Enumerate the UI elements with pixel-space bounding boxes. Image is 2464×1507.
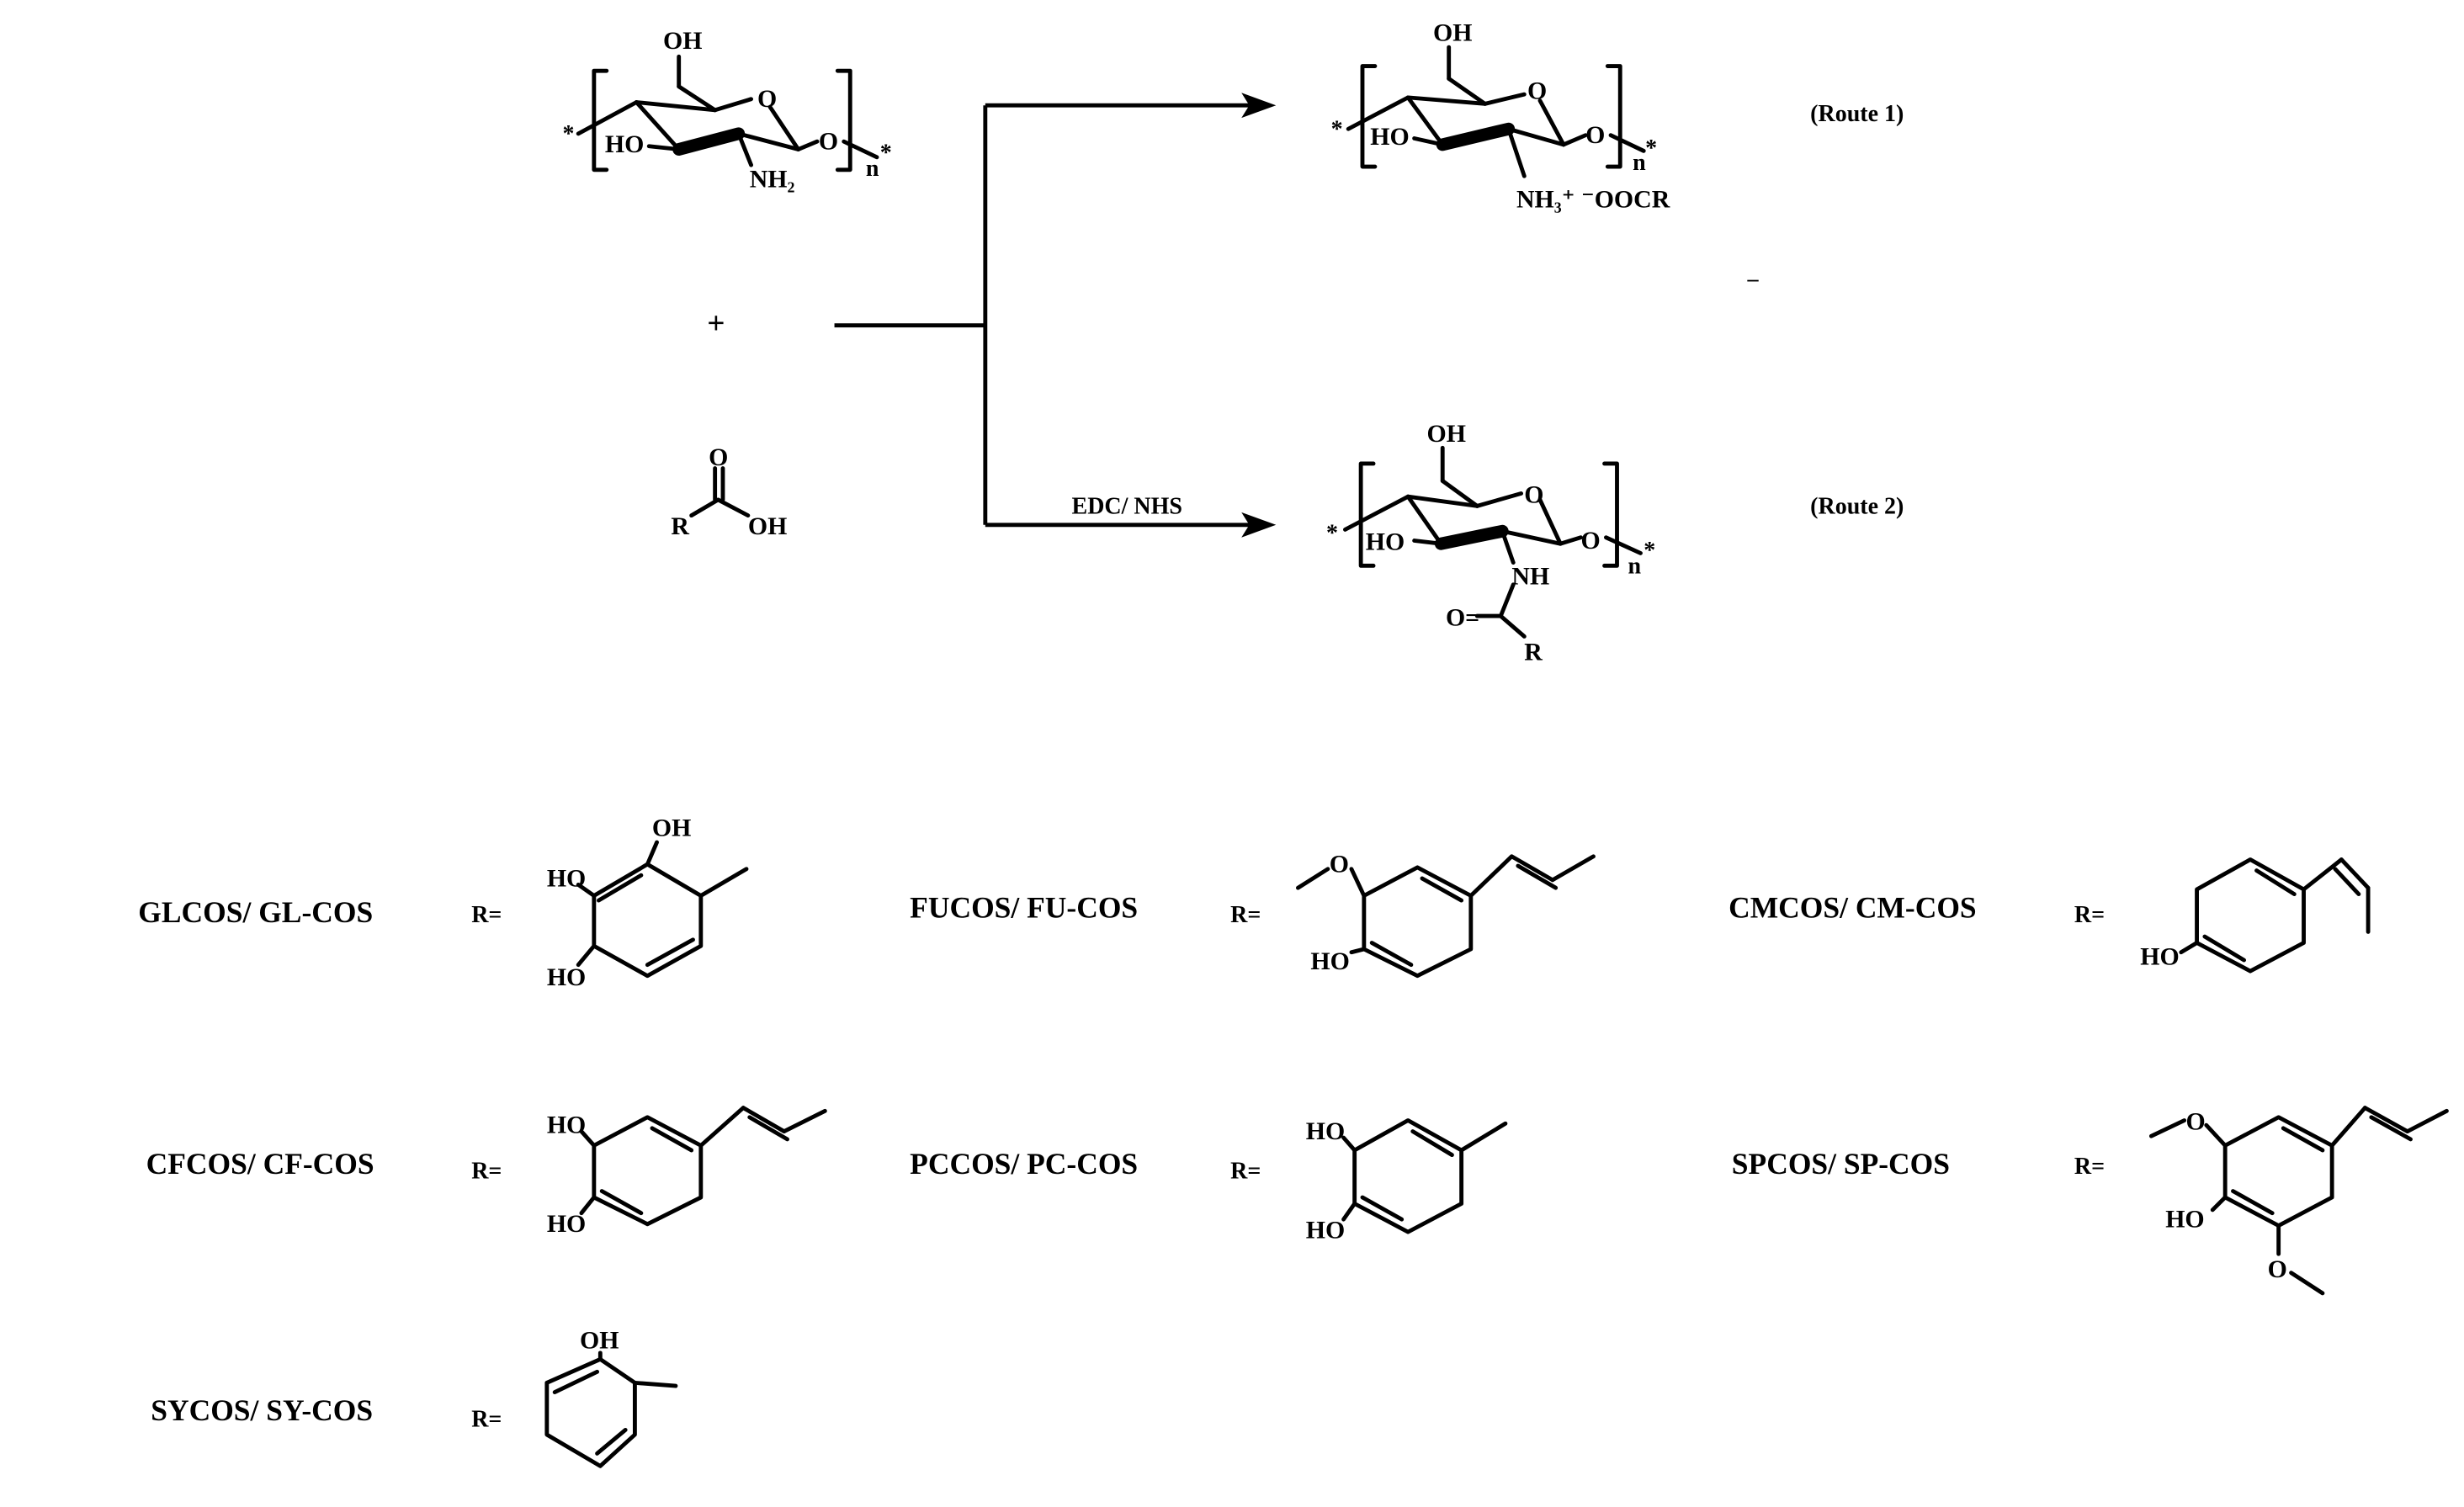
p1-n-subscript: n [1633, 150, 1646, 176]
gl-oh-label: OH [652, 815, 691, 842]
route1-label: (Route 1) [1810, 101, 1904, 127]
p2-nh-label: NH [1511, 563, 1549, 591]
sp-ho-label: HO [2165, 1206, 2204, 1234]
stray-dash: – [1746, 267, 1759, 291]
r-label-sp: R= [2074, 1154, 2105, 1180]
sp-methoxy-o-label-2: O [2268, 1255, 2287, 1283]
r-group-sy: SYCOS/ SY-COS R= OH [151, 1326, 678, 1468]
route2-label: (Route 2) [1810, 494, 1904, 520]
chitosan-nh2-label: NH₂ [750, 165, 795, 193]
product-route1-structure: OH O HO NH₃⁺ ⁻OOCR O * * n [1331, 19, 1670, 214]
sy-aromatic-ring [544, 1350, 678, 1468]
pc-ho-label-1: HO [1306, 1117, 1345, 1145]
p1-ho-label: HO [1370, 123, 1409, 151]
compound-name-sy: SYCOS/ SY-COS [151, 1393, 373, 1427]
r-group-gl: GLCOS/ GL-COS R= OH HO HO [138, 815, 749, 991]
r-group-cf: CFCOS/ CF-COS R= HO HO [146, 1106, 827, 1238]
compound-name-cm: CMCOS/ CM-COS [1729, 891, 1977, 925]
p1-star-right: * [1645, 135, 1657, 162]
acid-carbonyl-o-label: O [709, 443, 728, 471]
p1-star-left: * [1331, 117, 1343, 143]
chitosan-star-right: * [880, 141, 892, 167]
p1-glycosidic-o-label: O [1585, 121, 1605, 149]
p1-oh-label: OH [1433, 19, 1472, 47]
sy-oh-label: OH [580, 1326, 619, 1354]
cf-ho-label-2: HO [547, 1210, 586, 1238]
chitosan-star-left: * [563, 121, 575, 147]
gl-ho-label-1: HO [547, 864, 586, 892]
p2-n-subscript: n [1628, 554, 1642, 580]
reaction-arrows: EDC/ NHS [834, 93, 1277, 538]
fu-aromatic-ring [1296, 854, 1596, 979]
compound-name-pc: PCCOS/ PC-COS [910, 1147, 1138, 1181]
sp-methoxy-o-label-1: O [2185, 1108, 2205, 1136]
route2-arrowhead [1241, 512, 1277, 538]
gl-ho-label-2: HO [547, 963, 586, 991]
chitosan-ho-label: HO [605, 130, 644, 158]
p2-star-left: * [1326, 520, 1338, 546]
product-route2-structure: OH O HO NH O= R O * * n [1326, 420, 1655, 666]
r-label-gl: R= [471, 902, 502, 928]
pc-ho-label-2: HO [1306, 1217, 1345, 1244]
reagent-label: EDC/ NHS [1072, 494, 1182, 520]
p1-nh3-counterion-label: NH₃⁺ ⁻OOCR [1516, 186, 1670, 214]
r-group-pc: PCCOS/ PC-COS R= HO HO [910, 1117, 1508, 1244]
chitosan-structure: OH O HO NH₂ O * * n [563, 27, 892, 193]
r-label-cf: R= [471, 1159, 502, 1185]
chitosan-bracket-right [835, 68, 852, 172]
compound-name-sp: SPCOS/ SP-COS [1732, 1147, 1950, 1181]
p2-oh-label: OH [1427, 420, 1466, 448]
route1-arrowhead [1241, 93, 1277, 119]
p2-carbonyl-o-label: O= [1446, 603, 1479, 631]
p2-star-right: * [1644, 538, 1655, 564]
fu-methoxy-o-label: O [1330, 850, 1349, 878]
r-label-cm: R= [2074, 902, 2105, 928]
p2-ring-o-label: O [1524, 481, 1543, 509]
plus-sign: + [707, 306, 725, 341]
cf-aromatic-ring [579, 1106, 827, 1227]
compound-name-cf: CFCOS/ CF-COS [146, 1147, 374, 1181]
compound-name-fu: FUCOS/ FU-COS [910, 891, 1138, 925]
r-group-cm: CMCOS/ CM-COS R= HO [1729, 857, 2371, 974]
sp-aromatic-ring [2148, 1106, 2449, 1296]
chitosan-bracket-left [592, 68, 609, 172]
p1-ring-o-label: O [1527, 77, 1547, 105]
acid-oh-label: OH [748, 512, 787, 540]
chitosan-glycosidic-o-label: O [819, 128, 838, 156]
r-group-sp: SPCOS/ SP-COS R= O HO O [1732, 1106, 2449, 1296]
cf-ho-label-1: HO [547, 1111, 586, 1138]
chitosan-oh-label: OH [663, 27, 702, 55]
compound-name-gl: GLCOS/ GL-COS [138, 895, 373, 929]
cm-aromatic-ring [2179, 857, 2371, 974]
gl-aromatic-ring [576, 840, 749, 979]
carboxylic-acid-structure: O R OH [671, 443, 787, 540]
pc-aromatic-ring [1341, 1118, 1508, 1234]
r-label-pc: R= [1230, 1159, 1261, 1185]
chitosan-ring-o-label: O [757, 85, 777, 113]
p2-ho-label: HO [1366, 528, 1405, 556]
chitosan-n-subscript: n [866, 156, 879, 182]
p2-glycosidic-o-label: O [1581, 527, 1601, 555]
fu-ho-label: HO [1310, 947, 1349, 975]
acid-r-label: R [671, 512, 689, 540]
p2-r-label: R [1524, 638, 1543, 666]
cm-ho-label: HO [2140, 943, 2179, 971]
r-label-sy: R= [471, 1407, 502, 1433]
r-label-fu: R= [1230, 902, 1261, 928]
r-group-fu: FUCOS/ FU-COS R= O HO [910, 850, 1596, 979]
